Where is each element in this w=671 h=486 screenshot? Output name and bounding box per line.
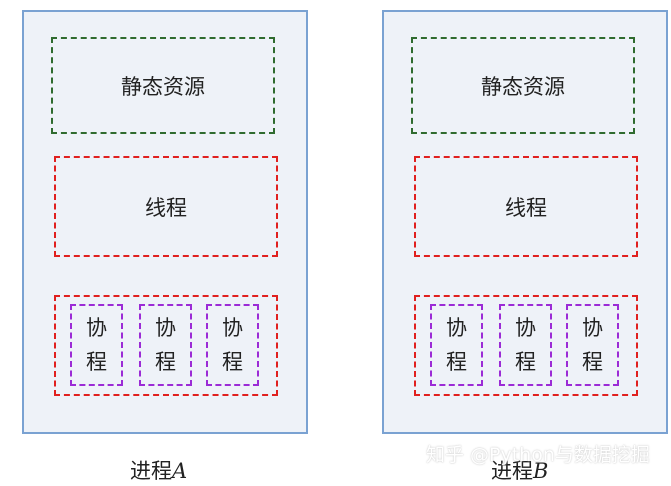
coroutine-label-top: 协 [155, 316, 176, 340]
caption-letter: A [172, 459, 188, 483]
coroutine-label-top: 协 [582, 316, 603, 340]
static-resources-label: 静态资源 [481, 74, 565, 99]
coroutine-label-bottom: 程 [155, 350, 176, 374]
watermark-text: 知乎 @Python与数据挖掘 [426, 444, 650, 466]
coroutine-box: 协 程 [206, 304, 259, 386]
coroutine-label-bottom: 程 [86, 350, 107, 374]
coroutine-box: 协 程 [139, 304, 192, 386]
coroutine-label-top: 协 [86, 316, 107, 340]
thread-box: 线程 [414, 156, 638, 257]
caption-prefix: 进程 [130, 459, 172, 483]
coroutine-group-box: 协 程 协 程 协 程 [414, 295, 638, 396]
coroutine-box: 协 程 [430, 304, 483, 386]
coroutine-label-bottom: 程 [446, 350, 467, 374]
thread-label: 线程 [145, 195, 187, 220]
process-a-box: 静态资源 线程 协 程 协 程 协 程 [22, 10, 308, 434]
static-resources-label: 静态资源 [121, 74, 205, 99]
process-b-caption: 进程B [491, 455, 548, 485]
coroutine-box: 协 程 [70, 304, 123, 386]
coroutine-group-box: 协 程 协 程 协 程 [54, 295, 278, 396]
process-a-caption: 进程A [130, 455, 187, 485]
coroutine-label-top: 协 [446, 316, 467, 340]
coroutine-box: 协 程 [499, 304, 552, 386]
coroutine-label-top: 协 [515, 316, 536, 340]
coroutine-label-bottom: 程 [582, 350, 603, 374]
static-resources-box: 静态资源 [51, 37, 275, 134]
thread-label: 线程 [505, 195, 547, 220]
coroutine-box: 协 程 [566, 304, 619, 386]
caption-prefix: 进程 [491, 459, 533, 483]
caption-letter: B [533, 459, 549, 483]
coroutine-label-bottom: 程 [515, 350, 536, 374]
coroutine-label-bottom: 程 [222, 350, 243, 374]
static-resources-box: 静态资源 [411, 37, 635, 134]
thread-box: 线程 [54, 156, 278, 257]
coroutine-label-top: 协 [222, 316, 243, 340]
process-b-box: 静态资源 线程 协 程 协 程 协 程 [382, 10, 668, 434]
